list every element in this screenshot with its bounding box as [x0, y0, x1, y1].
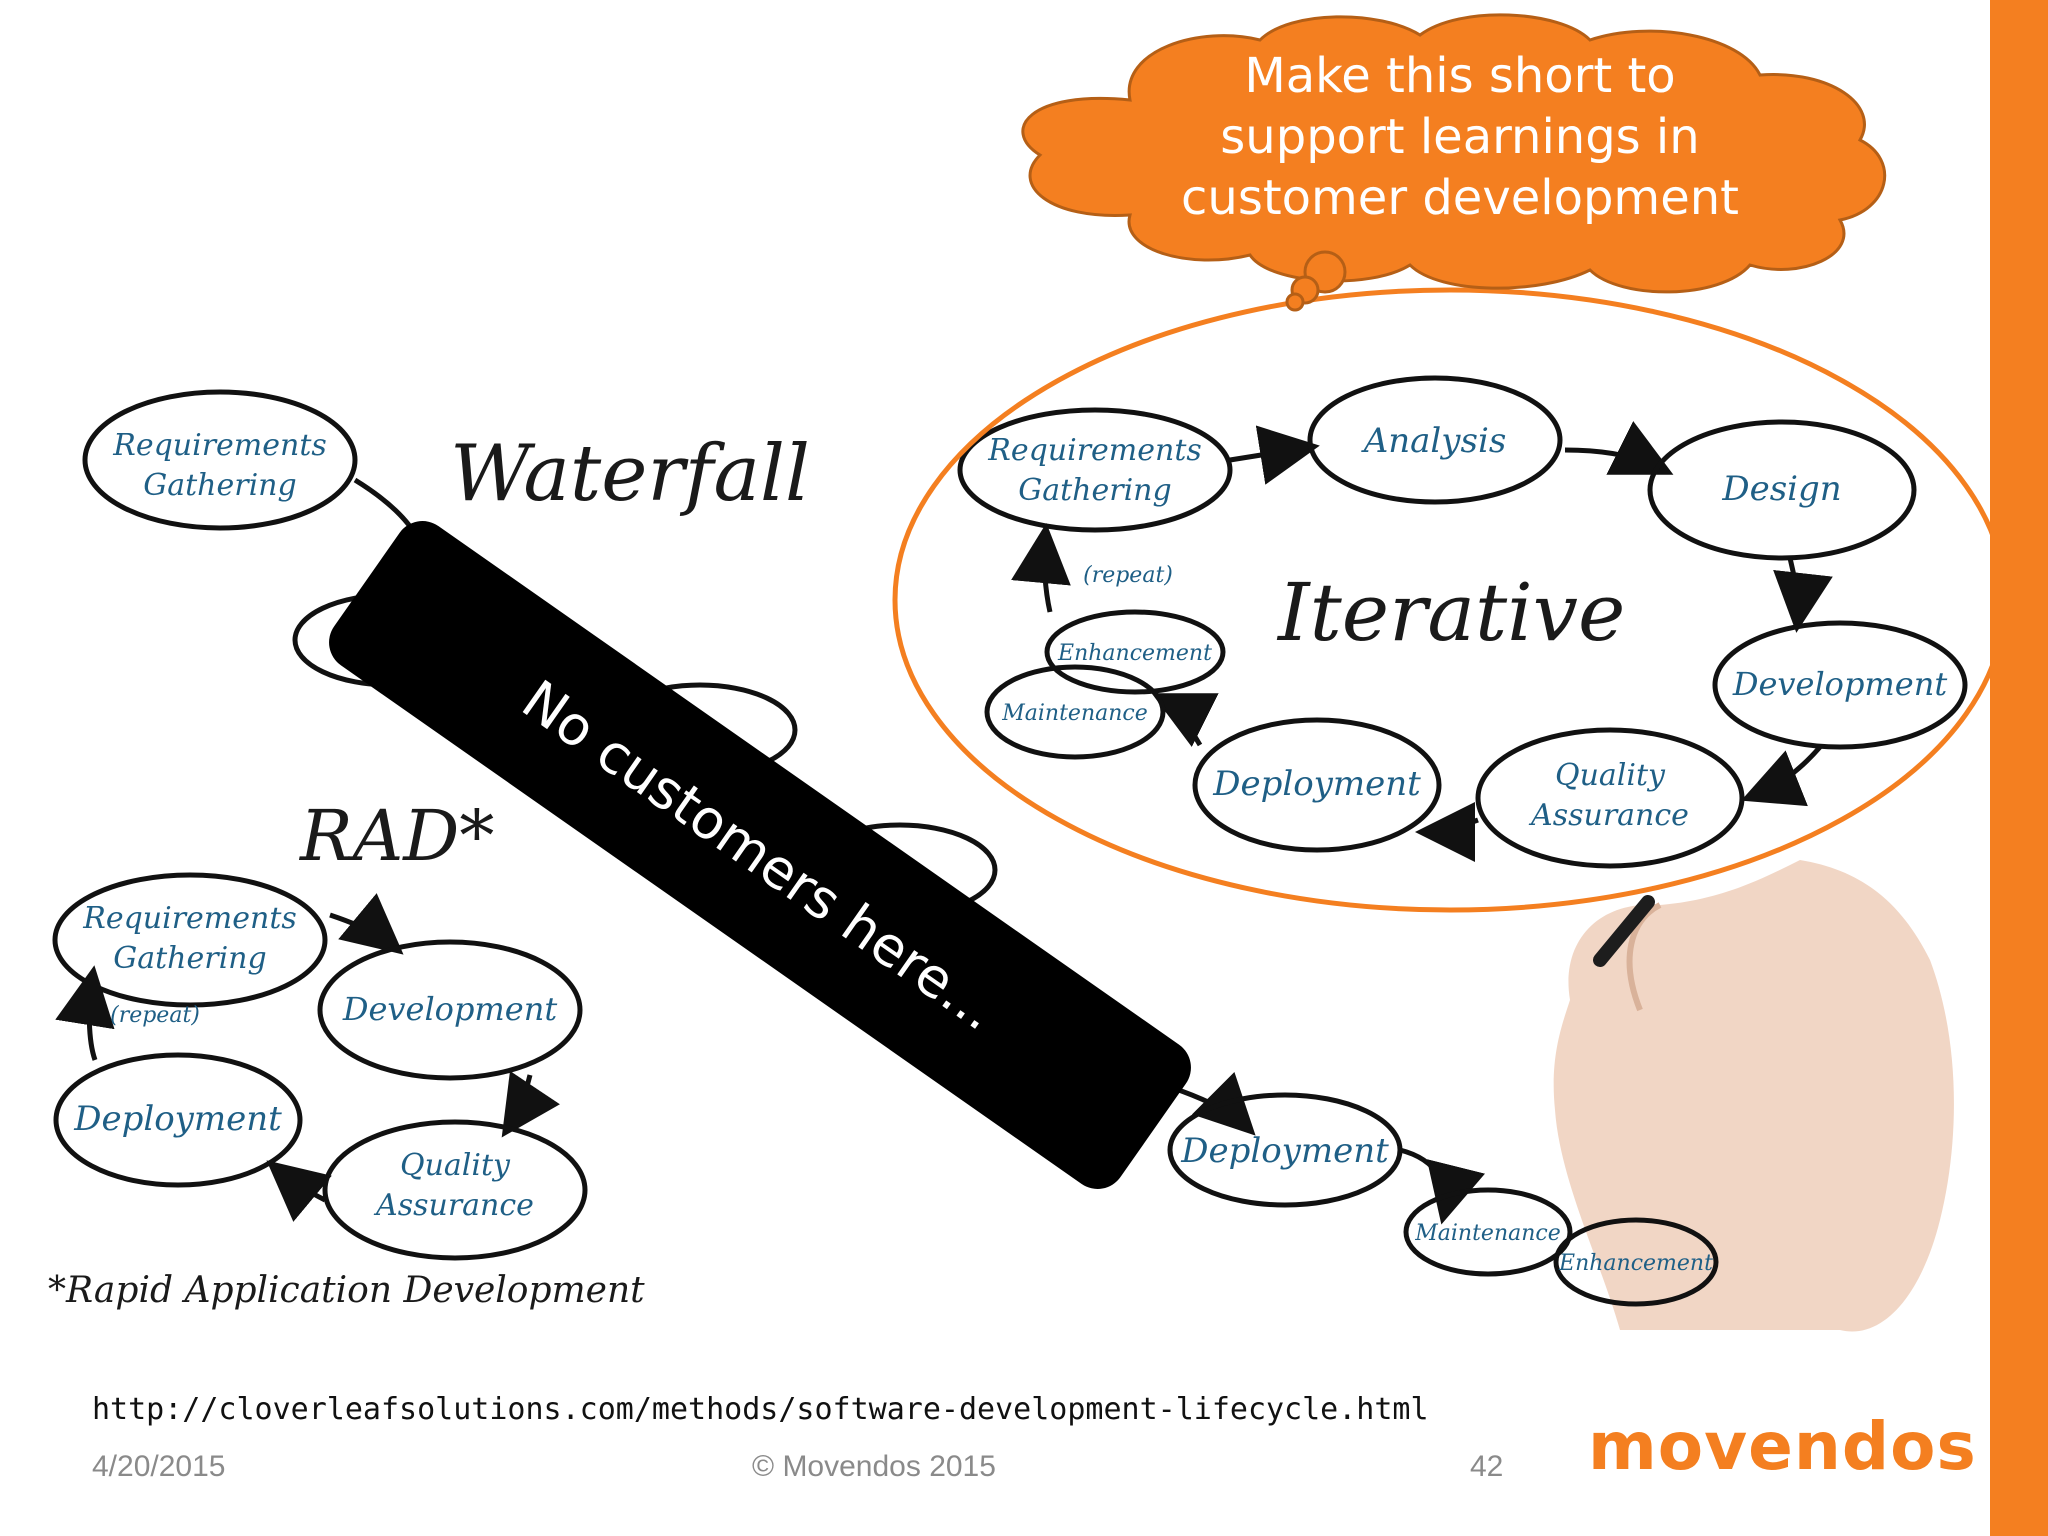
waterfall-maintenance-oval — [1403, 1187, 1573, 1277]
iterative-maintenance-label: Maintenance — [1001, 701, 1148, 726]
thought-cloud-line-3: customer development — [1181, 170, 1739, 226]
iterative-repeat-label: (repeat) — [1083, 563, 1173, 588]
rad-development-oval — [317, 939, 583, 1081]
rad-deployment-label: Deployment — [73, 1099, 282, 1139]
rad-title: RAD* — [298, 795, 494, 877]
waterfall-title: Waterfall — [450, 429, 810, 519]
thought-cloud-line-1: Make this short to — [1244, 48, 1676, 104]
iterative-quality-line2: Assurance — [1528, 798, 1689, 833]
footer-copyright: © Movendos 2015 — [752, 1450, 996, 1483]
waterfall-requirements-oval — [82, 389, 358, 531]
iterative-deployment-oval — [1192, 717, 1442, 853]
waterfall-diagram: Waterfall Requirements Gathering Deploym… — [82, 389, 1719, 1307]
iterative-quality-oval — [1475, 727, 1745, 869]
rad-diagram: RAD* Requirements Gathering Development … — [48, 795, 645, 1311]
rad-footnote: *Rapid Application Development — [48, 1270, 645, 1311]
footer-date: 4/20/2015 — [92, 1450, 226, 1483]
movendos-logo: movendos — [1588, 1408, 1977, 1485]
iterative-quality-line1: Quality — [1555, 758, 1666, 793]
iterative-design-label: Design — [1721, 469, 1841, 509]
thought-cloud — [1021, 13, 1887, 312]
iterative-design-oval — [1647, 419, 1917, 561]
iterative-deployment-label: Deployment — [1212, 764, 1421, 804]
orange-side-bar — [1990, 0, 2048, 1536]
iterative-title: Iterative — [1276, 566, 1625, 659]
hand-illustration — [1553, 860, 1954, 1332]
thought-cloud-text: Make this short to support learnings in … — [1155, 46, 1765, 229]
iterative-diagram: Iterative Requirements Gathering Analysi… — [957, 375, 1968, 869]
rad-quality-line1: Quality — [400, 1148, 511, 1183]
waterfall-maintenance-label: Maintenance — [1414, 1221, 1561, 1246]
rad-repeat-label: (repeat) — [110, 1003, 200, 1028]
rad-development-label: Development — [342, 990, 557, 1028]
iterative-development-label: Development — [1732, 665, 1947, 703]
rad-requirements-line1: Requirements — [82, 901, 297, 936]
rad-requirements-oval — [52, 872, 328, 1008]
waterfall-requirements-line1: Requirements — [112, 428, 327, 463]
iterative-requirements-line2: Gathering — [1018, 473, 1171, 508]
iterative-analysis-oval — [1307, 375, 1563, 505]
iterative-enhancement-label: Enhancement — [1057, 641, 1212, 666]
waterfall-requirements-line2: Gathering — [143, 468, 296, 503]
iterative-requirements-oval — [957, 407, 1233, 533]
iterative-enhancement-oval — [1044, 609, 1226, 695]
iterative-requirements-line1: Requirements — [987, 433, 1202, 468]
rad-requirements-line2: Gathering — [113, 941, 266, 976]
iterative-development-oval — [1712, 620, 1968, 750]
iterative-maintenance-oval — [984, 664, 1166, 760]
waterfall-enhancement-label: Enhancement — [1558, 1251, 1713, 1276]
source-url: http://cloverleafsolutions.com/methods/s… — [92, 1392, 1429, 1427]
iterative-analysis-label: Analysis — [1361, 421, 1507, 461]
rad-quality-line2: Assurance — [373, 1188, 534, 1223]
thought-cloud-line-2: support learnings in — [1220, 109, 1700, 165]
rad-deployment-oval — [53, 1052, 303, 1188]
footer-page-number: 42 — [1470, 1450, 1504, 1483]
waterfall-deployment-label: Deployment — [1180, 1131, 1389, 1171]
waterfall-enhancement-oval — [1553, 1217, 1719, 1307]
